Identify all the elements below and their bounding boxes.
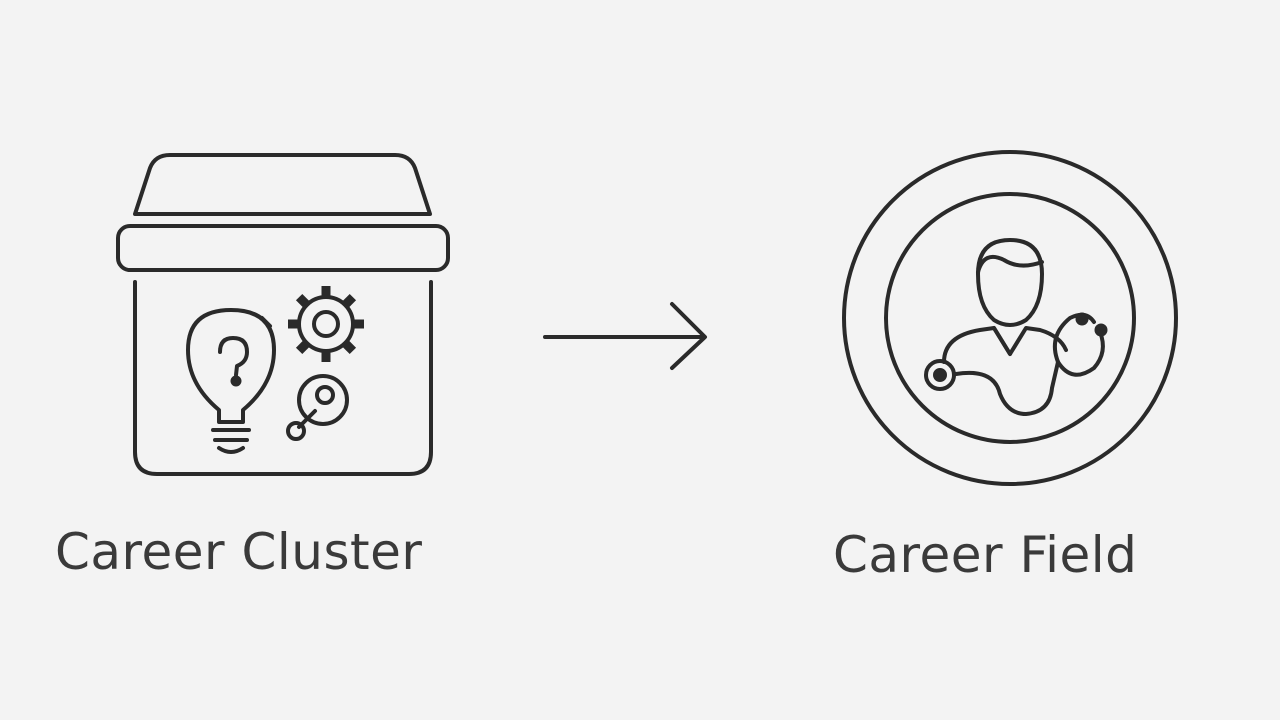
box-rim-icon <box>116 224 450 272</box>
box-lid-icon <box>133 153 432 216</box>
career-field-label: Career Field <box>833 526 1138 584</box>
stethoscope-icon <box>954 360 1060 416</box>
gear-icon <box>288 286 364 362</box>
outer-ring-icon <box>842 150 1178 486</box>
gear-tooth <box>295 339 311 355</box>
doctor-head-icon <box>976 238 1044 327</box>
gear-tooth <box>341 339 357 355</box>
doctor-with-stethoscope-icon <box>842 150 1178 486</box>
lightbulb-question-icon <box>186 308 276 454</box>
box-body-icon <box>133 280 433 476</box>
career-cluster-label: Career Cluster <box>55 523 423 581</box>
inner-ring-icon <box>884 192 1136 444</box>
gear-tooth <box>341 293 357 309</box>
arrow-right-icon <box>543 302 707 370</box>
small-bulb-icon <box>286 374 349 441</box>
gear-tooth <box>295 293 311 309</box>
box-with-ideas-icon <box>116 153 450 476</box>
